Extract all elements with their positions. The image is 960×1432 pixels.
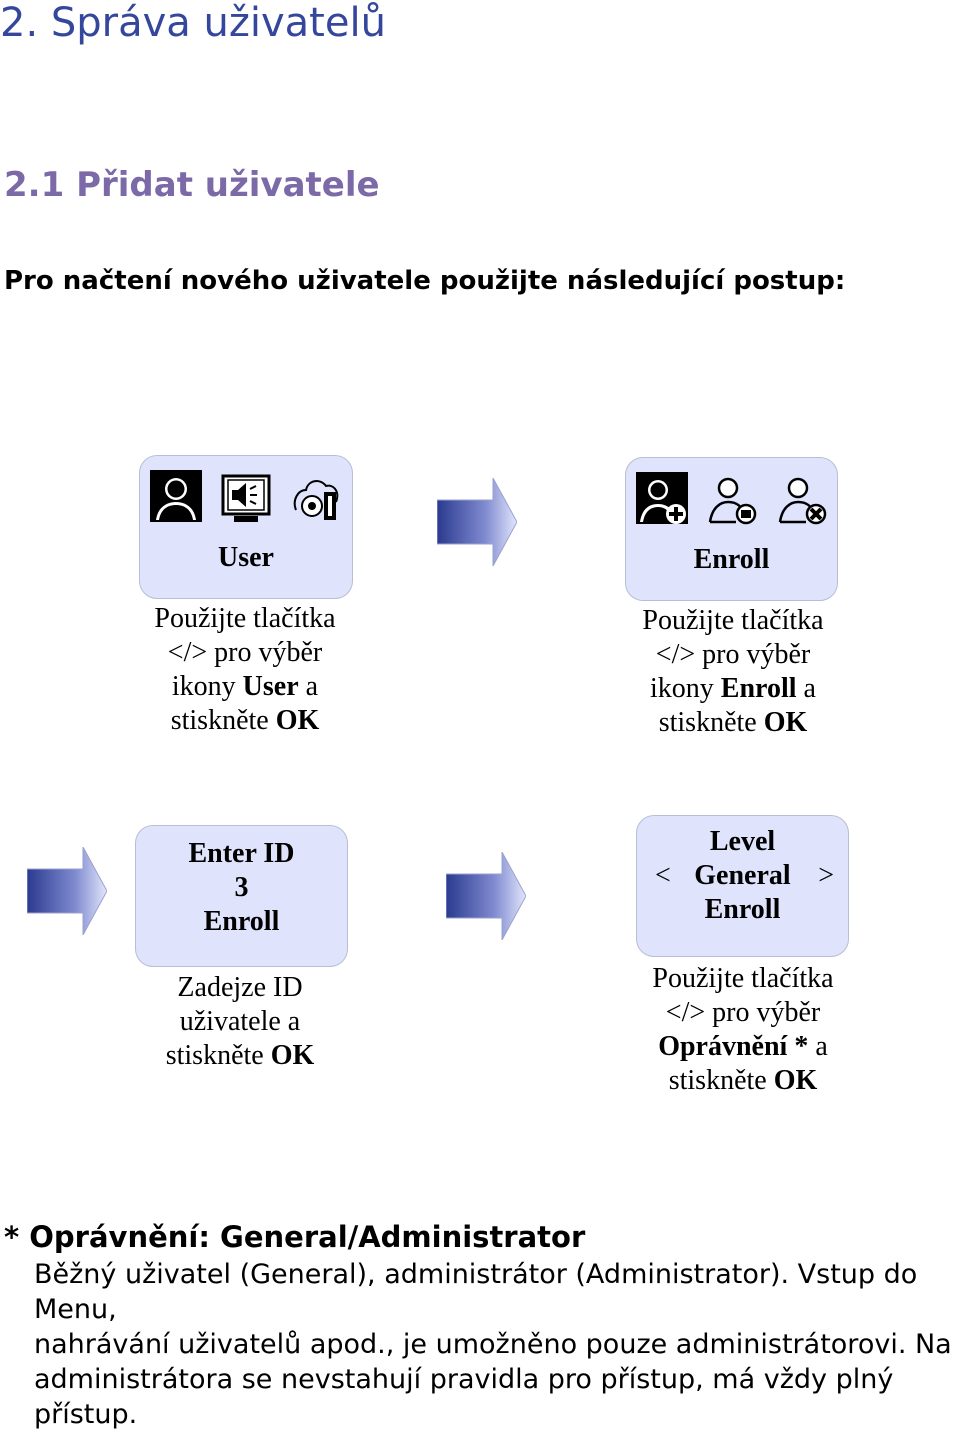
caption-line: </> pro výběr bbox=[655, 639, 811, 670]
caption-text: a bbox=[298, 671, 319, 702]
caption-text: stiskněte bbox=[170, 705, 276, 736]
step4-line2: < General > bbox=[637, 860, 848, 892]
step4-prev-arrow: < bbox=[655, 860, 671, 891]
arrow-right-icon bbox=[27, 847, 107, 935]
arrow-right-icon bbox=[437, 478, 517, 566]
step1-caption: Použijte tlačítka </> pro výběr ikony Us… bbox=[121, 602, 369, 738]
note-body: Běžný uživatel (General), administrátor … bbox=[34, 1257, 960, 1432]
step3-line2: 3 bbox=[234, 872, 249, 903]
note-line: administrátora se nevstahují pravidla pr… bbox=[34, 1364, 894, 1430]
step3-screen: Enter ID 3 Enroll bbox=[135, 825, 348, 967]
caption-line: Použijte tlačítka bbox=[652, 963, 834, 994]
note-line: nahrávání uživatelů apod., je umožněno p… bbox=[34, 1329, 952, 1360]
caption-bold: OK bbox=[275, 705, 320, 736]
caption-line: Zadejze ID bbox=[177, 972, 303, 1003]
caption-line: </> pro výběr bbox=[665, 997, 821, 1028]
caption-line: ikony Enroll a bbox=[609, 672, 857, 706]
user-icon bbox=[150, 470, 202, 522]
caption-line: </> pro výběr bbox=[167, 637, 323, 668]
user-edit-icon bbox=[708, 477, 756, 525]
caption-line: stiskněte OK bbox=[121, 704, 369, 738]
note-title: * Oprávnění: General/Administrator bbox=[4, 1220, 586, 1254]
arrow-right-icon bbox=[446, 852, 526, 940]
caption-bold: OK bbox=[270, 1040, 315, 1071]
caption-line: ikony User a bbox=[121, 670, 369, 704]
caption-text: ikony bbox=[650, 673, 721, 704]
step1-screen: User bbox=[139, 455, 353, 599]
caption-text: ikony bbox=[171, 671, 243, 702]
caption-bold: OK bbox=[763, 707, 808, 738]
settings-gear-icon bbox=[293, 480, 339, 520]
note-line: Běžný uživatel (General), administrátor … bbox=[34, 1259, 918, 1325]
step3-line1: Enter ID bbox=[188, 838, 295, 869]
step1-icon-row bbox=[140, 470, 352, 526]
caption-line: uživatele a bbox=[179, 1006, 301, 1037]
user-add-icon bbox=[635, 472, 688, 524]
caption-bold: OK bbox=[773, 1065, 818, 1096]
page-title: 2. Správa uživatelů bbox=[0, 0, 386, 46]
step4-level-value: General bbox=[694, 860, 791, 891]
step4-next-arrow: > bbox=[818, 860, 834, 891]
caption-line: stiskněte OK bbox=[619, 1064, 867, 1098]
caption-bold: Enroll bbox=[720, 673, 797, 704]
step2-icon-row bbox=[626, 472, 837, 528]
step4-screen: Level < General > Enroll bbox=[636, 815, 849, 957]
caption-line: Použijte tlačítka bbox=[642, 605, 824, 636]
caption-line: stiskněte OK bbox=[609, 706, 857, 740]
step4-line3: Enroll bbox=[704, 894, 781, 925]
caption-bold: User bbox=[242, 671, 299, 702]
step4-caption: Použijte tlačítka </> pro výběr Oprávněn… bbox=[619, 962, 867, 1098]
step3-caption: Zadejze ID uživatele a stiskněte OK bbox=[114, 971, 366, 1073]
step2-screen: Enroll bbox=[625, 457, 838, 601]
step3-line3: Enroll bbox=[203, 906, 280, 937]
step2-screen-title: Enroll bbox=[693, 544, 770, 575]
user-delete-icon bbox=[778, 477, 826, 525]
step4-line1: Level bbox=[709, 826, 776, 857]
caption-text: a bbox=[796, 673, 816, 704]
caption-text: stiskněte bbox=[658, 707, 764, 738]
section-title: 2.1 Přidat uživatele bbox=[4, 165, 380, 205]
caption-text: stiskněte bbox=[165, 1040, 271, 1071]
caption-line: stiskněte OK bbox=[114, 1039, 366, 1073]
caption-bold: Oprávnění * bbox=[658, 1031, 809, 1062]
caption-line: Použijte tlačítka bbox=[154, 603, 336, 634]
speaker-icon bbox=[221, 474, 271, 522]
caption-line: Oprávnění * a bbox=[619, 1030, 867, 1064]
step2-caption: Použijte tlačítka </> pro výběr ikony En… bbox=[609, 604, 857, 740]
step1-screen-title: User bbox=[218, 542, 274, 573]
caption-text: a bbox=[808, 1031, 828, 1062]
caption-text: stiskněte bbox=[668, 1065, 774, 1096]
intro-text: Pro načtení nového uživatele použijte ná… bbox=[4, 266, 846, 296]
